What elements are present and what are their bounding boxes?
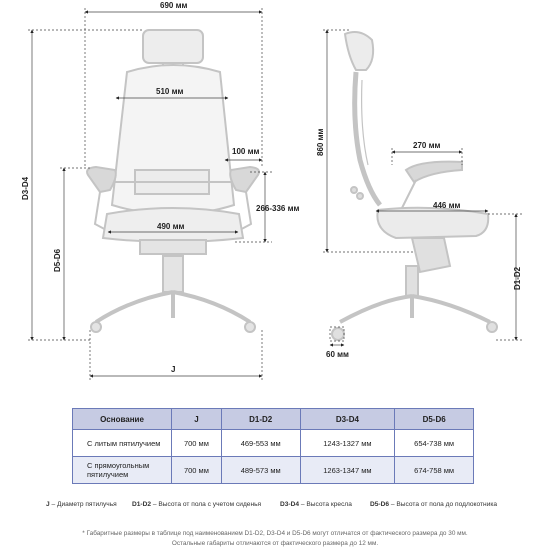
dim-d1d2: D1-D2 [513, 266, 522, 290]
dim-seat-width: 490 мм [157, 222, 184, 231]
legend-item-d56: D5-D6 – Высота от пола до подлокотника [370, 501, 497, 508]
headrest-shape [142, 29, 204, 64]
legend-item-d12: D1-D2 – Высота от пола с учетом сиденья [132, 501, 261, 508]
gas-lift-shape [162, 255, 184, 293]
dim-j: J [171, 365, 175, 374]
table-row: С прямоугольным пятилучием 700 мм 489-57… [72, 456, 474, 484]
legend-item-d34: D3-D4 – Высота кресла [280, 501, 352, 508]
legend-text: – Высота кресла [299, 501, 352, 508]
footnote-2: Остальные габариты отличаются от фактиче… [171, 540, 379, 547]
dim-side-height: 860 мм [316, 129, 325, 156]
legend-item-j: J – Диаметр пятилучья [46, 501, 117, 508]
table-cell: 674-758 мм [394, 456, 474, 484]
table-header-row: Основание J D1-D2 D3-D4 D5-D6 [72, 408, 474, 430]
dim-caster: 60 мм [326, 350, 349, 359]
legend-text: – Высота от пола до подлокотника [389, 501, 498, 508]
right-armrest-shape [229, 165, 260, 194]
dim-d3d4: D3-D4 [21, 176, 30, 200]
dim-seat-depth: 446 мм [433, 201, 460, 210]
table-header: D5-D6 [394, 408, 474, 430]
table-row: С литым пятилучием 700 мм 469-553 мм 124… [72, 429, 474, 457]
chair-drawings: 690 мм 510 мм 100 мм 266-336 мм 490 мм D… [21, 1, 522, 380]
front-view-chair [86, 29, 260, 333]
table-cell: 469-553 мм [220, 429, 301, 457]
dim-armrest-height: 266-336 мм [256, 204, 300, 213]
footnote-1: * Габаритные размеры в таблице под наиме… [82, 530, 468, 537]
table-cell: 654-738 мм [394, 429, 474, 457]
table-cell: 700 мм [171, 456, 222, 484]
table-cell: С прямоугольным пятилучием [72, 456, 172, 484]
table-header: Основание [72, 408, 172, 430]
side-armrest-shape [404, 160, 463, 184]
side-view-chair [331, 31, 498, 341]
dim-back-width: 510 мм [156, 87, 183, 96]
table-cell: 700 мм [171, 429, 222, 457]
table-header: D1-D2 [220, 408, 301, 430]
legend-text: – Высота от пола с учетом сиденья [151, 501, 262, 508]
table-cell: С литым пятилучием [72, 429, 172, 457]
dim-total-width: 690 мм [160, 1, 187, 10]
side-headrest-shape [343, 31, 375, 71]
legend-text: – Диаметр пятилучья [49, 501, 117, 508]
dim-arm-depth: 270 мм [413, 141, 440, 150]
legend-key: J [46, 501, 50, 508]
table-header: D3-D4 [299, 408, 396, 430]
table-header: J [171, 408, 222, 430]
table-cell: 1263-1347 мм [299, 456, 396, 484]
dim-d5d6: D5-D6 [53, 248, 62, 272]
spec-table: Основание J D1-D2 D3-D4 D5-D6 С литым пя… [72, 408, 474, 484]
left-armrest-shape [86, 165, 117, 194]
side-seat-shape [376, 206, 490, 240]
table-cell: 1243-1327 мм [299, 429, 396, 457]
table-cell: 489-573 мм [220, 456, 301, 484]
legend-key: D1-D2 [132, 501, 152, 508]
legend-key: D3-D4 [280, 501, 300, 508]
dim-armrest-width: 100 мм [232, 147, 259, 156]
legend-key: D5-D6 [370, 501, 390, 508]
